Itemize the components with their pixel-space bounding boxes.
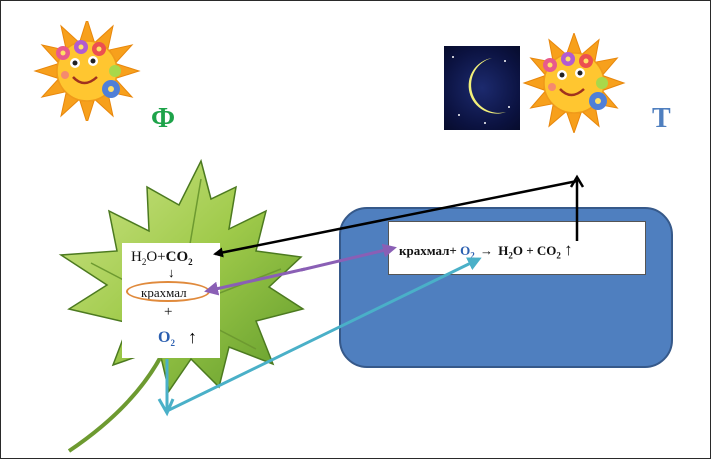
day-label: Ф — [151, 103, 176, 134]
night-label: Т — [652, 103, 671, 134]
respiration-equation-box: крахмал+ O2 → H2O + CO2 ↑ — [388, 221, 646, 275]
oxygen-down-head — [157, 398, 175, 417]
co2-arrow-up-head — [569, 174, 585, 188]
respiration-equation: крахмал+ O2 → H2O + CO2 ↑ — [399, 240, 573, 261]
reactants-formula: H2O+CO2 — [131, 249, 193, 267]
starch-link-arrow-b — [300, 243, 397, 272]
respiration-oxygen: O2 — [460, 243, 475, 261]
plus-sign: + — [164, 304, 173, 320]
down-arrow: ↓ — [168, 265, 175, 280]
sun-icon — [33, 21, 141, 121]
night-sky — [444, 46, 520, 130]
starch-link-arrow-a — [204, 267, 306, 296]
oxygen-formula: O2 — [158, 329, 175, 349]
oxygen-link-arrow — [165, 257, 482, 414]
up-arrow: ↑ — [188, 327, 197, 347]
sun-icon — [522, 33, 626, 133]
co2-return-arrow — [213, 179, 579, 258]
